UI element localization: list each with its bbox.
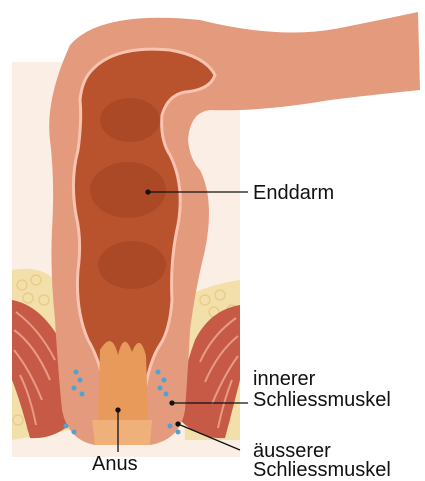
anal-opening [92,420,152,445]
label-outer-sphincter-line2: Schliessmuskel [253,459,391,481]
label-inner-sphincter-line2: Schliessmuskel [253,389,391,411]
anal-canal [98,341,148,420]
label-anus: Anus [92,453,138,475]
label-inner-sphincter-line1: innerer [253,368,315,390]
label-rectum: Enddarm [253,182,334,204]
